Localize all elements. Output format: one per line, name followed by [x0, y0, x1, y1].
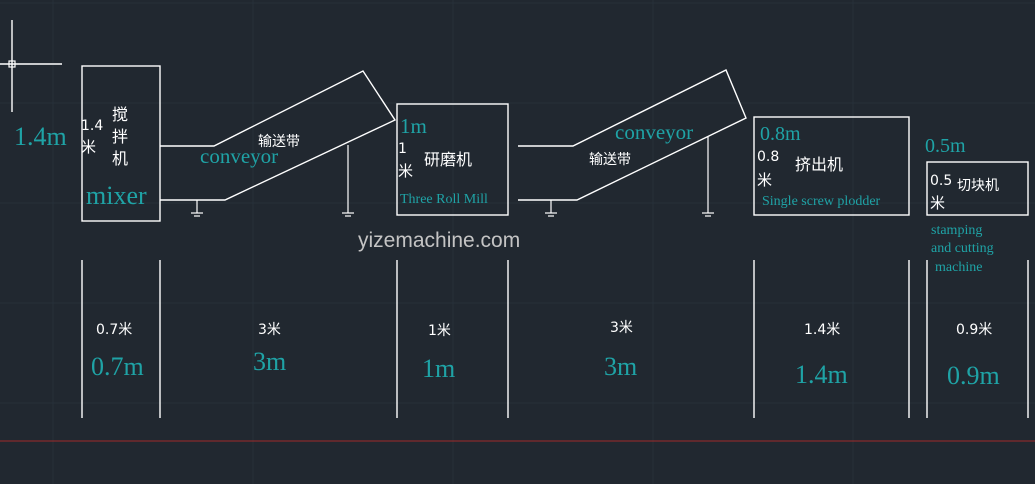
cutter-machine: 0.5m 0.5 米 切块机 stamping and cutting mach… — [925, 135, 1029, 275]
width-en-4: 3m — [604, 352, 637, 381]
width-labels: 0.7米 0.7m 3米 3m 1米 1m 3米 3m 1.4米 1.4m 0.… — [91, 320, 1000, 390]
mill-height-cn-num: 1 — [398, 141, 407, 157]
mill-name-en: Three Roll Mill — [400, 192, 488, 207]
width-cn-3: 1米 — [428, 323, 451, 339]
width-en-2: 3m — [253, 347, 286, 376]
plodder-height-cn-unit: 米 — [757, 171, 772, 189]
conveyor-2-name-cn: 输送带 — [589, 152, 631, 168]
cutter-height-cn-num: 0.5 — [930, 173, 952, 189]
cutter-height-cn-unit: 米 — [930, 194, 945, 212]
conveyor-2: conveyor 输送带 — [518, 69, 747, 217]
cutter-name-en-2: and cutting — [931, 241, 994, 256]
cutter-name-en-1: stamping — [931, 223, 982, 238]
width-en-5: 1.4m — [795, 360, 848, 389]
mixer-name-cn-3: 机 — [112, 149, 128, 168]
mill-name-cn: 研磨机 — [424, 150, 472, 169]
width-en-6: 0.9m — [947, 361, 1000, 390]
conveyor-2-name-en: conveyor — [615, 120, 693, 144]
width-cn-6: 0.9米 — [956, 322, 992, 338]
mixer-name-cn-1: 搅 — [112, 105, 128, 124]
conveyor-1-name-en: conveyor — [200, 144, 278, 168]
width-cn-1: 0.7米 — [96, 322, 132, 338]
mixer-name-en: mixer — [86, 181, 147, 210]
plodder-name-en: Single screw plodder — [762, 194, 881, 209]
plodder-machine: 0.8m 0.8 米 挤出机 Single screw plodder — [753, 116, 910, 216]
width-en-1: 0.7m — [91, 352, 144, 381]
dimension-lines — [81, 260, 1029, 418]
cutter-name-en-3: machine — [935, 260, 982, 275]
mixer-name-cn-2: 拌 — [112, 127, 128, 146]
width-cn-5: 1.4米 — [804, 322, 840, 338]
mixer-height-cn-unit: 米 — [81, 138, 96, 156]
mixer-height-cn-num: 1.4 — [81, 118, 103, 134]
crosshair-cursor-icon[interactable] — [0, 20, 62, 112]
width-cn-4: 3米 — [610, 320, 633, 336]
mixer-height-en: 1.4m — [14, 122, 67, 151]
width-cn-2: 3米 — [258, 322, 281, 338]
plodder-height-en: 0.8m — [760, 123, 801, 145]
mixer-machine: 1.4m 1.4 米 搅 拌 机 mixer — [14, 65, 161, 222]
width-en-3: 1m — [422, 354, 455, 383]
conveyor-1-name-cn: 输送带 — [258, 134, 300, 150]
watermark-text: yizemachine.com — [358, 229, 520, 252]
plodder-height-cn-num: 0.8 — [757, 149, 779, 165]
three-roll-mill-machine: 1m 1 米 研磨机 Three Roll Mill — [396, 103, 509, 216]
mill-height-cn-unit: 米 — [398, 162, 413, 180]
mill-height-en: 1m — [400, 114, 427, 138]
conveyor-1: 输送带 conveyor — [160, 70, 397, 217]
cutter-height-en: 0.5m — [925, 135, 966, 157]
plodder-name-cn: 挤出机 — [795, 155, 843, 174]
cutter-name-cn: 切块机 — [957, 178, 999, 194]
